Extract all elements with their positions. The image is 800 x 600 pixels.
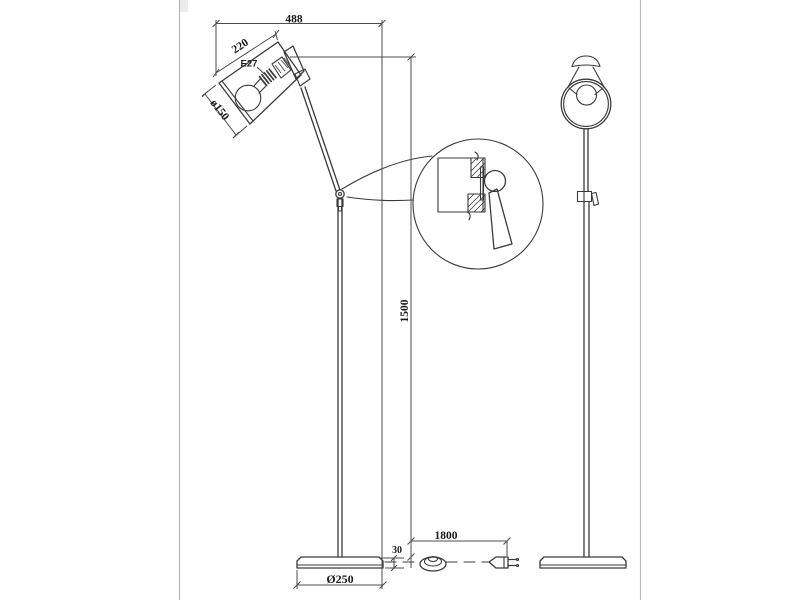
base-outline-side xyxy=(296,556,384,569)
dimension-lines: 488 220 ø150 E27 1500 xyxy=(201,14,511,589)
finial-dome-top xyxy=(571,55,601,68)
shade-rim-outer xyxy=(560,78,612,130)
arm-tube xyxy=(300,86,341,192)
base-outline-front xyxy=(539,556,627,569)
dim-ticks-1500 xyxy=(407,53,415,561)
shade-neck-cone xyxy=(567,66,605,88)
object-lines xyxy=(218,41,627,572)
finial-dome-bottom xyxy=(571,64,601,68)
dim-shade-diameter-label: ø150 xyxy=(208,97,232,123)
dim-ticks-30 xyxy=(390,554,398,572)
base-side xyxy=(296,556,384,569)
detail-hatch-top xyxy=(470,157,486,178)
shade-rim-inner-line xyxy=(221,80,254,122)
detail-break-marks xyxy=(466,151,479,221)
plug-prongs xyxy=(507,558,518,567)
plug-prong-tip-2 xyxy=(515,563,520,568)
power-cord xyxy=(384,555,520,572)
bulb-glass xyxy=(234,84,262,112)
clamp-lever xyxy=(590,191,600,207)
dim-cord-length-label: 1800 xyxy=(435,530,458,542)
detail-pivot-pin xyxy=(479,166,485,201)
height-adjust-clamp xyxy=(576,190,600,207)
front-view xyxy=(539,55,627,569)
callout-leader-upper xyxy=(341,155,433,190)
joint-pivot-center xyxy=(337,191,343,197)
dim-line-150 xyxy=(204,93,237,136)
pole-side xyxy=(337,197,343,558)
frame-lines xyxy=(178,0,642,600)
lamp-shade-side xyxy=(218,41,311,125)
clamp-collar xyxy=(576,190,593,203)
shade-outline xyxy=(218,41,302,125)
detail-circle xyxy=(412,138,544,270)
detail-knob xyxy=(483,169,507,193)
detail-callout xyxy=(341,138,544,270)
plug-prong-tip-1 xyxy=(515,557,520,562)
detail-hatch-block-bottom xyxy=(467,193,486,213)
pole-upper-front xyxy=(583,128,589,192)
power-plug xyxy=(488,556,520,569)
switch-base xyxy=(419,556,447,572)
plug-body xyxy=(488,556,509,569)
dim-ext-220 xyxy=(274,30,278,41)
bulb-front xyxy=(575,84,598,106)
callout-leader-lower xyxy=(346,196,414,202)
socket-leader-line xyxy=(256,66,266,75)
shade-inner-cone-lines xyxy=(568,87,604,96)
dim-base-thickness: 30 xyxy=(379,545,404,572)
dim-stand-height: 1500 xyxy=(290,53,416,568)
joint-pivot xyxy=(335,189,345,199)
socket-type-label: E27 xyxy=(241,59,258,70)
base-front xyxy=(539,556,627,569)
dim-base-thickness-label: 30 xyxy=(392,545,402,556)
bulb-neck xyxy=(253,77,268,94)
dim-base-diameter-label: Ø250 xyxy=(326,572,353,586)
arm-bracket xyxy=(294,68,311,87)
detail-lever-handle xyxy=(488,188,513,250)
detail-hatch-bottom xyxy=(467,193,486,213)
dim-base-diameter: Ø250 xyxy=(293,570,387,589)
lamp-head-front xyxy=(560,55,612,130)
light-bulb-side xyxy=(234,77,268,112)
dim-stand-height-label: 1500 xyxy=(399,299,411,322)
shade-rim-inner xyxy=(563,81,609,127)
dim-overall-width-label: 488 xyxy=(285,14,303,26)
switch-button xyxy=(427,555,439,563)
shade-back-cap xyxy=(283,45,305,80)
socket-label: E27 xyxy=(241,59,266,75)
dim-shade-length-label: 220 xyxy=(230,37,251,57)
dim-cord-length: 1800 xyxy=(407,530,511,556)
pole-lower-front xyxy=(583,200,590,558)
dim-ext-150 xyxy=(201,84,248,139)
dim-line-220 xyxy=(215,33,277,74)
socket-housing xyxy=(271,56,292,79)
socket-assembly xyxy=(258,56,292,87)
socket-hatch xyxy=(274,57,291,74)
bulb-screw-thread xyxy=(258,68,277,87)
dim-overall-width: 488 xyxy=(212,14,386,589)
side-view xyxy=(218,41,520,572)
foot-switch xyxy=(419,555,447,572)
frame-corner-artifact xyxy=(179,0,188,12)
articulated-arm xyxy=(300,86,345,212)
